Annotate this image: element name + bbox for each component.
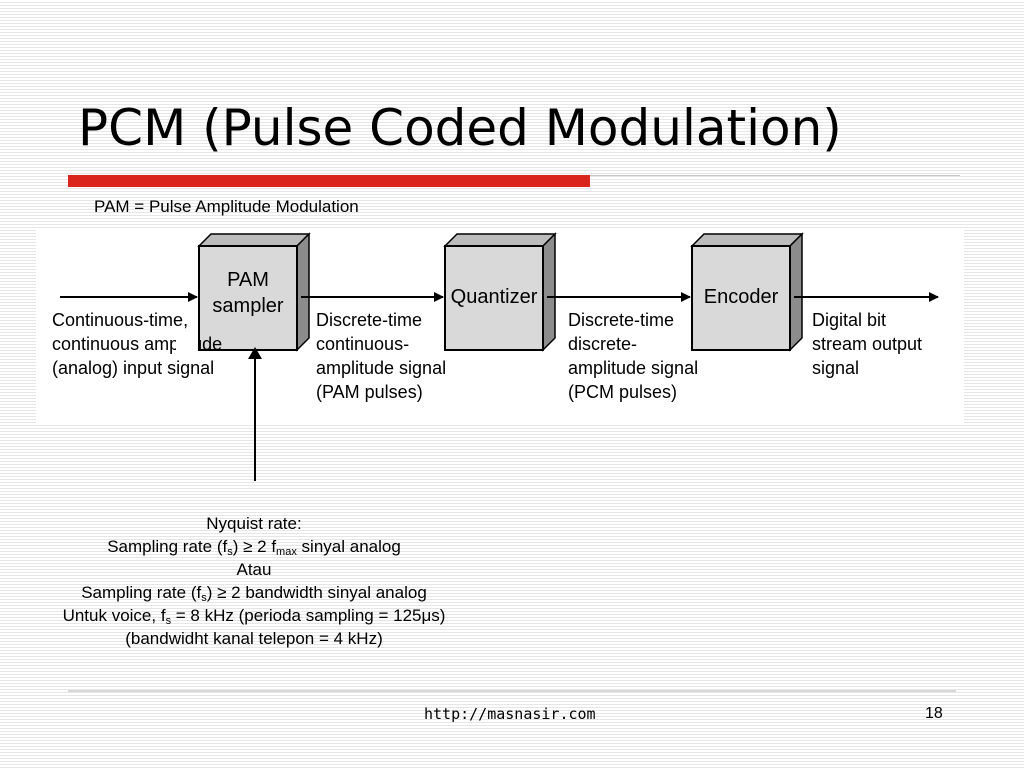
pam-definition: PAM = Pulse Amplitude Modulation	[94, 197, 359, 216]
encoder-label: Encoder	[704, 286, 779, 308]
title-divider-line	[590, 175, 960, 176]
footer-url: http://masnasir.com	[424, 705, 596, 723]
text-run: Sampling rate (f	[107, 537, 228, 556]
quantizer-block: Quantizer	[443, 232, 557, 352]
digital-output-signal-label: Digital bit stream output signal	[812, 310, 922, 378]
pam-sampler-block-top	[197, 233, 311, 247]
footer-divider	[68, 690, 956, 692]
title-accent-bar	[68, 175, 590, 187]
nyquist-rule-bandwidth: Sampling rate (fs) ≥ 2 bandwidth sinyal …	[14, 581, 494, 604]
subscript: s	[165, 615, 172, 627]
encoder-block: Encoder	[690, 232, 804, 352]
subscript: s	[227, 546, 233, 558]
signal-line: amplitude signal	[568, 358, 698, 378]
text-run: ) ≥ 2 bandwidth sinyal analog	[206, 583, 427, 602]
pam-sampler-block-side	[296, 232, 310, 352]
quantizer-block-top	[443, 233, 557, 247]
signal-line: (analog) input signal	[52, 358, 214, 378]
pam-sampler-label-line1: PAM	[227, 269, 269, 291]
signal-line: stream output	[812, 334, 922, 354]
encoder-block-face	[691, 245, 791, 351]
text-run: Untuk voice, f	[62, 606, 166, 625]
signal-line: Continuous-time,	[52, 310, 188, 330]
pcm-block-diagram: PAM sampler Quantizer Encoder Continuous…	[36, 230, 964, 424]
subscript: s	[201, 592, 207, 604]
signal-line: Discrete-time	[316, 310, 422, 330]
encoder-block-top	[690, 233, 804, 247]
sampling-rate-pointer-arrowhead	[248, 347, 262, 359]
signal-line: Discrete-time	[568, 310, 674, 330]
nyquist-rule-max-frequency: Sampling rate (fs) ≥ 2 fmax sinyal analo…	[14, 535, 494, 558]
signal-line: (PAM pulses)	[316, 382, 423, 402]
signal-line: signal	[812, 358, 859, 378]
pam-sampler-block: PAM sampler	[197, 232, 311, 352]
input-label-clip	[176, 330, 198, 354]
encoder-block-side	[789, 232, 803, 352]
telephone-bandwidth-note: (bandwidht kanal telepon = 4 kHz)	[125, 629, 383, 648]
pam-sampler-label-line2: sampler	[212, 295, 283, 317]
signal-line: Digital bit	[812, 310, 886, 330]
pam-sampler-block-face	[198, 245, 298, 351]
quantizer-block-side	[542, 232, 556, 352]
signal-line: discrete-	[568, 334, 637, 354]
signal-line: continuous-	[316, 334, 409, 354]
page-number: 18	[925, 705, 943, 722]
subscript: max	[276, 546, 297, 558]
slide-title: PCM (Pulse Coded Modulation)	[78, 99, 842, 157]
quantizer-label: Quantizer	[451, 286, 538, 308]
text-run: = 8 kHz (perioda sampling = 125μs)	[171, 606, 446, 625]
or-separator: Atau	[236, 560, 272, 579]
nyquist-notes: Nyquist rate: Sampling rate (fs) ≥ 2 fma…	[14, 512, 494, 650]
nyquist-heading: Nyquist rate:	[206, 514, 302, 533]
signal-line: (PCM pulses)	[568, 382, 677, 402]
quantizer-block-face	[444, 245, 544, 351]
signal-line: amplitude signal	[316, 358, 446, 378]
text-run: Sampling rate (f	[81, 583, 202, 602]
pam-pulses-signal-label: Discrete-time continuous- amplitude sign…	[316, 310, 446, 402]
voice-sampling-note: Untuk voice, fs = 8 kHz (perioda samplin…	[14, 604, 494, 627]
text-run: ) ≥ 2 f	[232, 537, 277, 556]
pcm-pulses-signal-label: Discrete-time discrete- amplitude signal…	[568, 310, 698, 402]
sampling-rate-pointer-line	[254, 353, 256, 481]
text-run: sinyal analog	[296, 537, 401, 556]
